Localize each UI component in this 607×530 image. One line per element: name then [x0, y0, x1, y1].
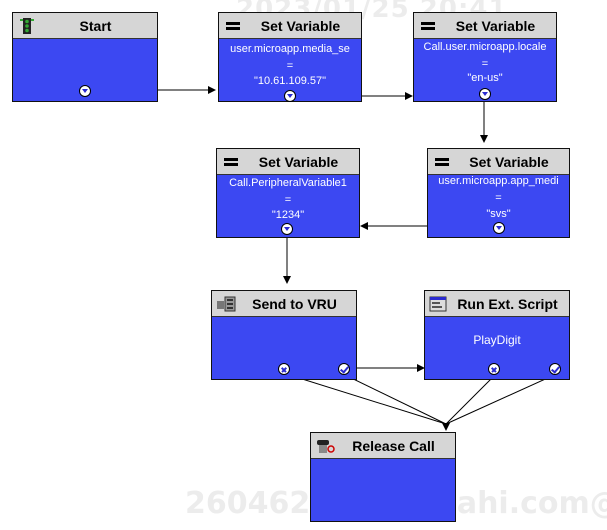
variable-name-4: Call.PeripheralVariable1 [229, 177, 347, 189]
send-to-vru-title: Send to VRU [252, 295, 337, 312]
set-variable-node-3[interactable]: Set Variable user.microapp.app_medi = "s… [427, 148, 570, 238]
variable-name-1: user.microapp.media_se [230, 43, 350, 55]
script-name: PlayDigit [473, 334, 521, 347]
run-ext-script-failure-port[interactable] [488, 363, 500, 375]
set-variable-node-4[interactable]: Set Variable Call.PeripheralVariable1 = … [216, 148, 360, 238]
arrowhead-set3-in [480, 135, 488, 143]
set-variable-header-4: Set Variable [217, 149, 359, 175]
release-call-header: Release Call [311, 433, 455, 459]
send-to-vru-failure-port[interactable] [278, 363, 290, 375]
variable-value-2: "en-us" [467, 72, 503, 84]
release-call-title: Release Call [352, 437, 435, 454]
equals-icon [417, 15, 439, 37]
start-node[interactable]: Start [12, 12, 158, 102]
send-to-vru-success-port[interactable] [338, 363, 350, 375]
set-variable-title-1: Set Variable [260, 17, 341, 34]
equals-icon [222, 15, 244, 37]
connector-vru-release-a [282, 372, 447, 425]
connector-script-release-b [445, 375, 553, 425]
run-ext-script-header: Run Ext. Script [425, 291, 569, 317]
arrowhead-set1-in [208, 86, 216, 94]
set-variable-output-port-2[interactable] [479, 88, 491, 100]
set-variable-header-1: Set Variable [219, 13, 361, 39]
set-variable-header-2: Set Variable [414, 13, 556, 39]
connector-vru-release-b [342, 373, 447, 425]
traffic-light-icon [16, 15, 38, 37]
variable-value-3: "svs" [486, 208, 511, 220]
variable-value-1: "10.61.109.57" [253, 75, 327, 87]
start-header: Start [13, 13, 157, 39]
start-title: Start [79, 17, 112, 34]
equals-sign-1: = [286, 60, 294, 72]
script-icon [428, 293, 450, 315]
connector-script-release-a [445, 375, 495, 425]
run-ext-script-success-port[interactable] [549, 363, 561, 375]
variable-name-3: user.microapp.app_medi [438, 175, 559, 187]
set-variable-node-2[interactable]: Set Variable Call.user.microapp.locale =… [413, 12, 557, 102]
set-variable-title-2: Set Variable [455, 17, 536, 34]
equals-sign-3: = [495, 192, 502, 204]
arrowhead-vru-in [283, 276, 291, 284]
start-output-port[interactable] [79, 85, 91, 97]
arrowhead-release-in [442, 423, 450, 431]
equals-icon [431, 151, 453, 173]
vru-icon [215, 293, 237, 315]
send-to-vru-node[interactable]: Send to VRU [211, 290, 357, 380]
set-variable-title-4: Set Variable [258, 153, 339, 170]
set-variable-output-port-4[interactable] [281, 223, 293, 235]
run-ext-script-title: Run Ext. Script [457, 295, 558, 312]
arrowhead-script-in [417, 364, 425, 372]
equals-icon [220, 151, 242, 173]
equals-sign-4: = [284, 194, 292, 206]
send-to-vru-header: Send to VRU [212, 291, 356, 317]
variable-name-2: Call.user.microapp.locale [423, 41, 547, 53]
release-call-node[interactable]: Release Call [310, 432, 456, 522]
variable-value-4: "1234" [271, 209, 305, 221]
arrowhead-set4-in [360, 222, 368, 230]
set-variable-output-port-3[interactable] [493, 222, 505, 234]
set-variable-header-3: Set Variable [428, 149, 569, 175]
run-ext-script-node[interactable]: Run Ext. Script PlayDigit [424, 290, 570, 380]
set-variable-title-3: Set Variable [469, 153, 549, 170]
set-variable-node-1[interactable]: Set Variable user.microapp.media_se = "1… [218, 12, 362, 102]
equals-sign-2: = [481, 58, 489, 70]
set-variable-output-port-1[interactable] [284, 90, 296, 102]
arrowhead-set2-in [405, 92, 413, 100]
phone-icon [314, 435, 336, 457]
